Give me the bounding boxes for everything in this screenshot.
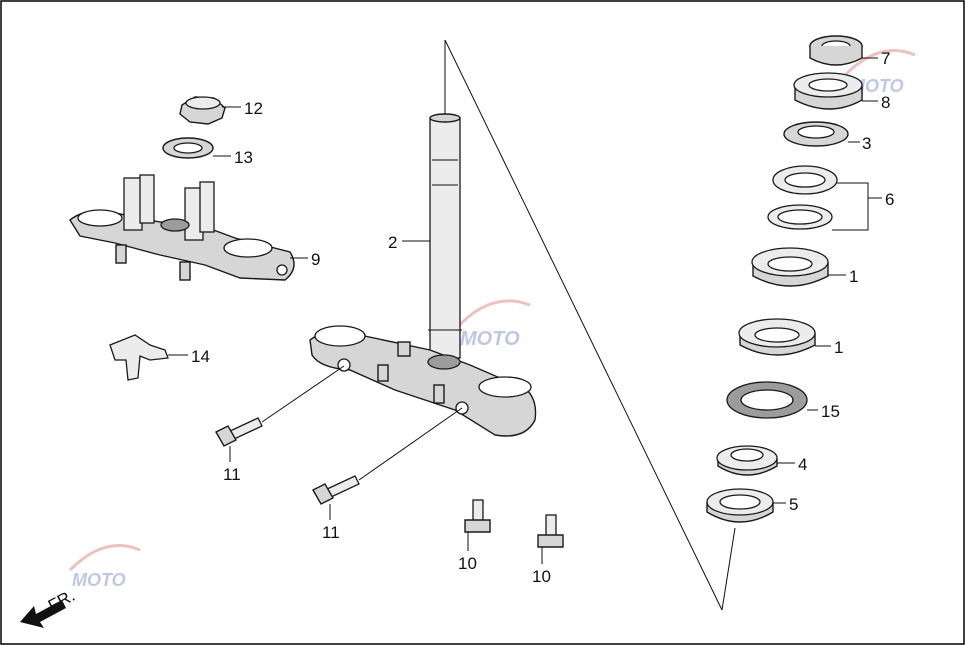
bolt-part-10-left <box>464 499 491 533</box>
upper-bracket-part-9 <box>69 174 295 281</box>
callout-label-c14: 14 <box>191 347 210 366</box>
callout-label-c2: 2 <box>388 233 397 252</box>
callout-label-c13: 13 <box>234 148 253 167</box>
svg-text:MOTO: MOTO <box>72 570 126 590</box>
callout-label-c8: 8 <box>881 93 890 112</box>
bearing-race-part-1-upper <box>751 247 829 287</box>
bolt-part-11-left <box>215 417 263 447</box>
callout-label-c1b: 1 <box>834 338 843 357</box>
watermark-logo-top: MOTO <box>843 49 916 96</box>
assembly-guide-lines <box>444 39 736 611</box>
bearing-cone-part-3 <box>783 121 849 147</box>
callout-leader-lines <box>168 57 882 564</box>
lower-bracket <box>309 325 537 437</box>
stem-nut-part-12 <box>179 96 226 125</box>
callout-label-c4: 4 <box>798 455 807 474</box>
adjusting-nut-part-7 <box>809 35 863 66</box>
steel-balls-part-6 <box>767 165 869 231</box>
watermark-logo: MOTO <box>453 299 531 350</box>
callout-label-c9: 9 <box>311 250 320 269</box>
callout-label-c3: 3 <box>862 134 871 153</box>
dust-seal-part-5 <box>706 488 774 523</box>
watermark-logo-bottom: MOTO <box>68 544 141 590</box>
callout-label-c10b: 10 <box>532 567 551 586</box>
bolt-part-10-right <box>537 514 564 548</box>
cable-clip-part-14 <box>109 334 169 381</box>
callout-label-c11b: 11 <box>322 523 340 542</box>
svg-text:MOTO: MOTO <box>850 76 904 96</box>
callout-label-c5: 5 <box>789 495 798 514</box>
steering-stem-part-2 <box>428 113 462 359</box>
bolt-part-11-right <box>312 475 360 505</box>
callout-label-c6: 6 <box>885 190 894 209</box>
callout-label-c11a: 11 <box>223 465 241 484</box>
roller-bearing-part-15 <box>726 381 808 419</box>
callout-label-c12: 12 <box>244 99 263 118</box>
bearing-race-part-8 <box>793 72 863 110</box>
callout-label-c1a: 1 <box>849 267 858 286</box>
callout-label-c10a: 10 <box>458 554 477 573</box>
bearing-race-part-1-lower <box>738 318 816 356</box>
callout-label-c7: 7 <box>881 49 890 68</box>
svg-text:MOTO: MOTO <box>460 328 520 350</box>
bearing-cone-part-4 <box>716 445 778 476</box>
bolt-guide-lines <box>261 365 463 481</box>
washer-part-13 <box>162 137 214 159</box>
front-direction-arrow <box>20 600 66 628</box>
callout-label-c15: 15 <box>821 402 840 421</box>
